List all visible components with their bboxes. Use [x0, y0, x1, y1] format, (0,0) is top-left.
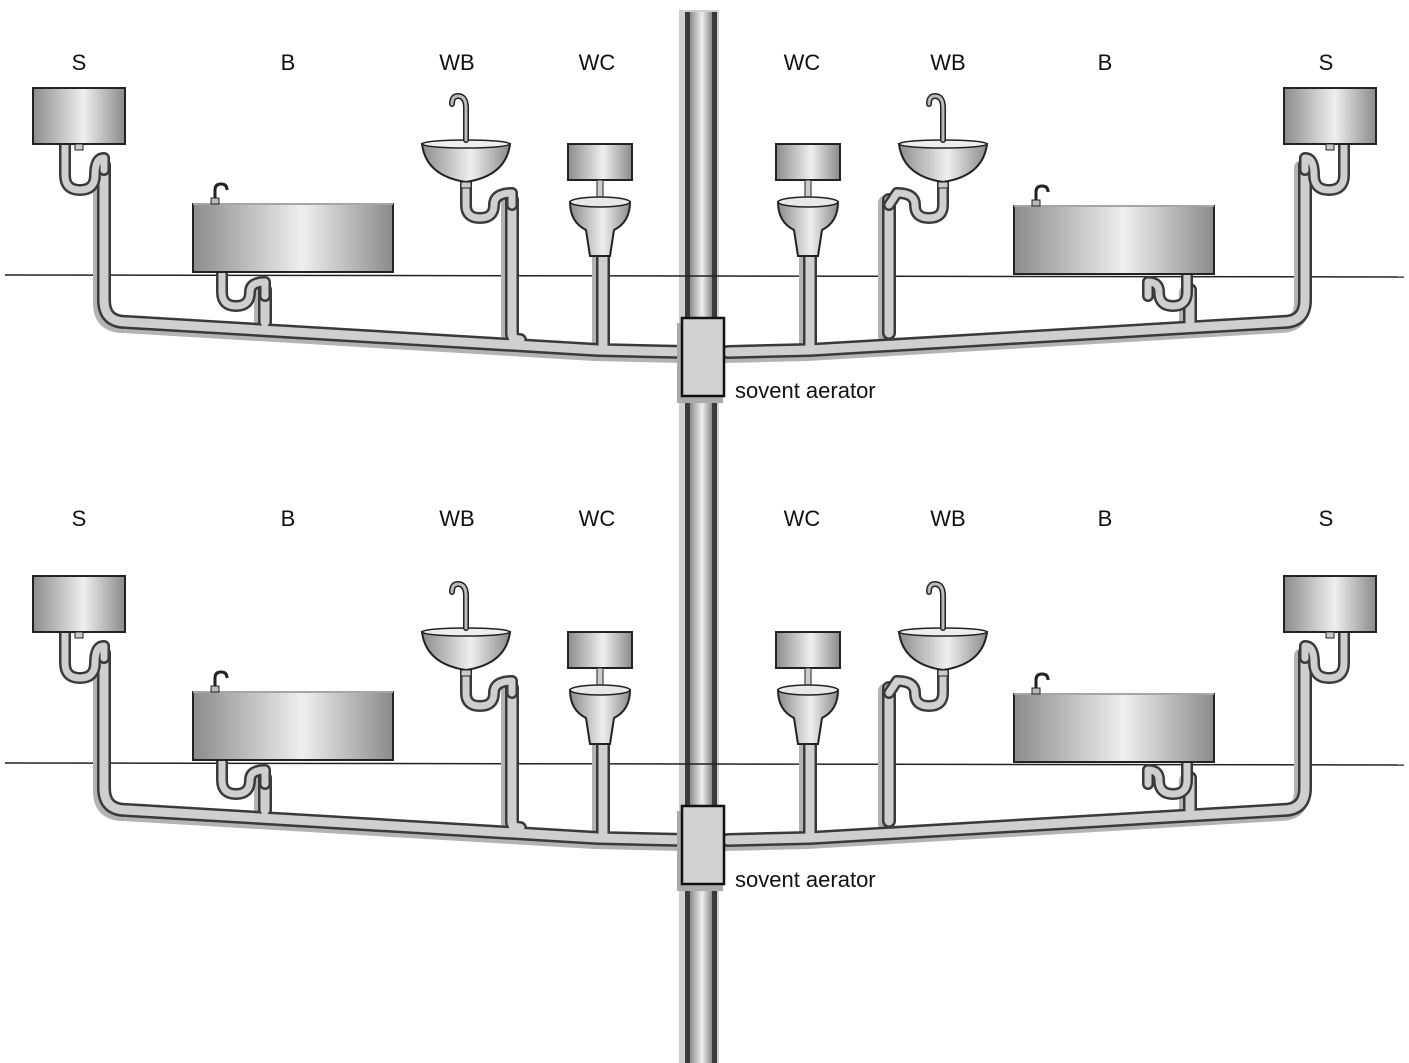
fixture-label-washbasin: WB [930, 50, 965, 75]
fixture-label-washbasin: WB [439, 506, 474, 531]
fixture-label-washbasin: WB [439, 50, 474, 75]
sink-icon [1283, 87, 1377, 151]
wc-icon [775, 143, 841, 257]
fixture-label-bath: B [281, 50, 296, 75]
washbasin-icon [899, 96, 987, 188]
floor-2: S B WB WC WC WB B S sovent aerator [5, 506, 1404, 892]
bath-icon [1012, 672, 1216, 764]
aerator-label: sovent aerator [735, 378, 876, 403]
fixture-label-sink: S [1319, 50, 1334, 75]
washbasin-icon [422, 96, 510, 188]
wc-icon [567, 143, 633, 257]
fixture-label-washbasin: WB [930, 506, 965, 531]
fixture-label-wc: WC [579, 50, 616, 75]
fixture-label-wc: WC [784, 50, 821, 75]
sink-icon [32, 575, 126, 639]
sink-icon [1283, 575, 1377, 639]
bath-icon [191, 670, 395, 762]
floor-1: S B WB WC WC WB B S sovent aerator [5, 50, 1404, 403]
fixture-label-bath: B [1098, 506, 1113, 531]
sovent-aerator [677, 316, 726, 403]
sovent-aerator [677, 804, 726, 891]
washbasin-icon [422, 584, 510, 676]
fixture-label-sink: S [1319, 506, 1334, 531]
wc-icon [567, 631, 633, 745]
fixture-label-sink: S [72, 50, 87, 75]
bath-icon [191, 182, 395, 274]
sink-icon [32, 87, 126, 151]
fixture-label-wc: WC [784, 506, 821, 531]
aerator-label: sovent aerator [735, 867, 876, 892]
soil-stack [679, 10, 719, 1063]
fixture-label-wc: WC [579, 506, 616, 531]
fixture-label-sink: S [72, 506, 87, 531]
fixture-label-bath: B [281, 506, 296, 531]
fixture-label-bath: B [1098, 50, 1113, 75]
bath-icon [1012, 184, 1216, 276]
washbasin-icon [899, 584, 987, 676]
wc-icon [775, 631, 841, 745]
